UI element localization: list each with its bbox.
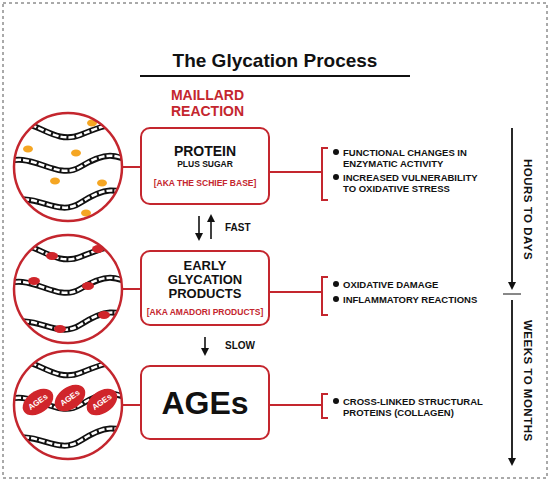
leader-lines (122, 167, 140, 405)
effect-bullet: CROSS-LINKED STRUCTURAL PROTEINS (COLLAG… (343, 396, 483, 418)
process-box: EARLY GLYCATION PRODUCTS [AKA AMADORI PRO… (140, 250, 270, 326)
outer-frame (3, 3, 547, 478)
title-underline (140, 75, 410, 77)
effect-bullet: INCREASED VULNERABILITY TO OXIDATIVE STR… (343, 172, 483, 194)
bullet-item: FUNCTIONAL CHANGES IN ENZYMATIC ACTIVITY (333, 147, 483, 169)
box-subtext: [AKA AMADORI PRODUCTS] (147, 307, 263, 318)
effect-bullet: FUNCTIONAL CHANGES IN ENZYMATIC ACTIVITY (343, 147, 483, 169)
bullet-item: CROSS-LINKED STRUCTURAL PROTEINS (COLLAG… (333, 396, 483, 418)
product-box: AGEs (140, 365, 270, 440)
bullet-item: INFLAMMATORY REACTIONS (333, 294, 483, 305)
box-subtext: PLUS SUGAR (177, 159, 233, 170)
flow-arrow (204, 337, 206, 354)
effect-bullet: OXIDATIVE DAMAGE (343, 279, 438, 290)
reaction-heading: MAILLARD REACTION (145, 87, 270, 119)
bullet-item: INCREASED VULNERABILITY TO OXIDATIVE STR… (333, 172, 483, 194)
effect-bullet: INFLAMMATORY REACTIONS (343, 294, 477, 305)
bullet-dot (333, 281, 339, 287)
timeline-arrows (503, 128, 521, 464)
box-heading: PROTEIN (174, 143, 236, 159)
flow-arrow (210, 216, 212, 239)
bullet-dot (333, 398, 339, 404)
bullet-dot (333, 174, 339, 180)
bullet-item: OXIDATIVE DAMAGE (333, 279, 483, 290)
flow-arrow (198, 216, 200, 239)
edge-label: FAST (225, 222, 251, 233)
diagram-title: The Glycation Process (0, 50, 550, 72)
brackets (270, 148, 328, 418)
time-span-label: WEEKS TO MONTHS (522, 306, 534, 456)
box-heading: AGEs (161, 386, 248, 420)
time-span-label: HOURS TO DAYS (522, 140, 534, 280)
process-box: PROTEINPLUS SUGAR [AKA THE SCHIEF BASE] (140, 127, 270, 205)
box-heading: EARLY GLYCATION PRODUCTS (155, 259, 255, 301)
bullet-dot (333, 149, 339, 155)
bullet-dot (333, 296, 339, 302)
box-subtext: [AKA THE SCHIEF BASE] (154, 178, 257, 189)
circle-illustrations (0, 113, 140, 459)
edge-label: SLOW (225, 340, 255, 351)
